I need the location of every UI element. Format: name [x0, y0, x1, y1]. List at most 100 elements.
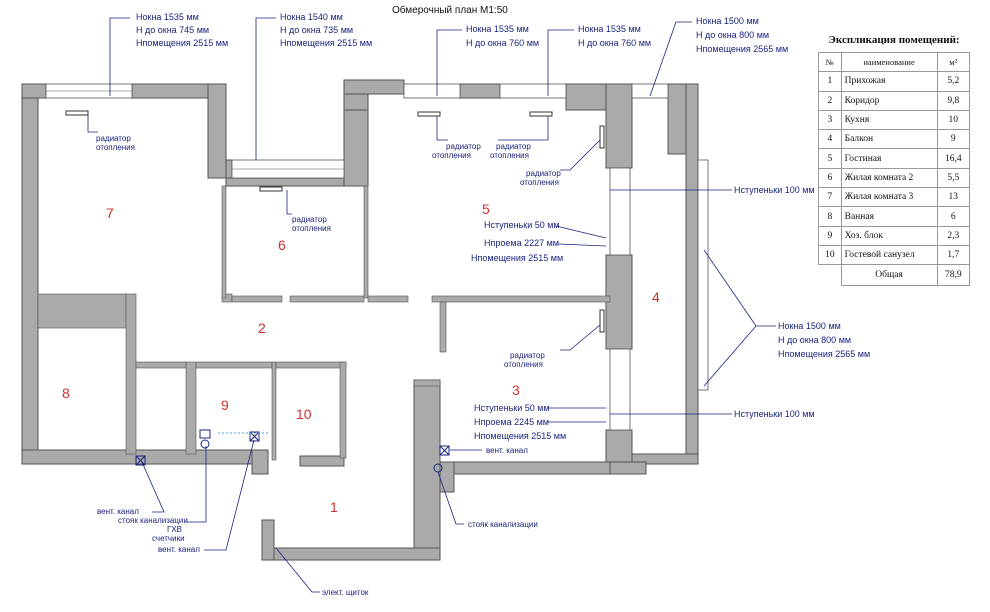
window-note-room6: Hокна 1540 мм H до окна 735 мм Hпомещени…	[255, 12, 372, 160]
svg-text:отопления: отопления	[292, 224, 331, 233]
svg-text:Hпомещения 2515 мм: Hпомещения 2515 мм	[474, 431, 566, 441]
plan-title: Обмерочный план М1:50	[392, 4, 508, 16]
room-number-2: 2	[258, 320, 266, 336]
svg-text:Hокна 1540 мм: Hокна 1540 мм	[280, 12, 343, 22]
svg-text:радиатор: радиатор	[446, 142, 481, 151]
row-num: 5	[818, 148, 842, 169]
svg-text:радиатор: радиатор	[510, 351, 545, 360]
svg-text:H до окна 760 мм: H до окна 760 мм	[578, 38, 651, 48]
row-num: 4	[818, 129, 842, 150]
row-name: Жилая комната 2	[840, 167, 938, 189]
room3-notes: Hступеньки 50 мм Hпроема 2245 мм Hпомеще…	[474, 403, 606, 441]
row-name: Коридор	[840, 90, 938, 111]
sewer-note-left: стояк канализации	[118, 516, 188, 525]
row-name: Гостевой санузел	[840, 244, 938, 266]
radiators	[65, 110, 605, 333]
svg-text:Hокна 1535 мм: Hокна 1535 мм	[136, 12, 199, 22]
table-header-row: № наименование м²	[818, 51, 970, 73]
room-number-4: 4	[652, 289, 660, 305]
gvs-note: ГХВ	[167, 525, 182, 534]
svg-text:Hступеньки 100 мм: Hступеньки 100 мм	[734, 185, 815, 195]
window-note-room5-right: Hокна 1535 мм H до окна 760 мм	[547, 24, 651, 96]
svg-text:Hступеньки 50 мм: Hступеньки 50 мм	[474, 403, 550, 413]
svg-text:отопления: отопления	[96, 143, 135, 152]
row-area: 16,4	[936, 148, 970, 169]
svg-text:Hокна 1535 мм: Hокна 1535 мм	[466, 24, 529, 34]
svg-text:Hпроема 2227 мм: Hпроема 2227 мм	[484, 238, 559, 248]
step-notes: Hступеньки 100 мм Hступеньки 100 мм	[610, 185, 815, 419]
svg-text:радиатор: радиатор	[526, 169, 561, 178]
sewer-note-kitchen: стояк канализации	[468, 520, 538, 529]
svg-text:H до окна 800 мм: H до окна 800 мм	[778, 335, 851, 345]
svg-text:Hступеньки 50 мм: Hступеньки 50 мм	[484, 220, 560, 230]
radiator-labels: радиатор отопления радиатор отопления ра…	[87, 114, 601, 369]
row-num: 6	[818, 167, 842, 189]
meters-note: счетчики	[152, 534, 185, 543]
svg-text:радиатор: радиатор	[96, 134, 131, 143]
svg-text:Hокна 1500 мм: Hокна 1500 мм	[696, 16, 759, 26]
row-num: 9	[818, 225, 842, 246]
row-area: 10	[936, 109, 970, 131]
row-area: 2,3	[936, 225, 970, 246]
svg-text:отопления: отопления	[520, 178, 559, 187]
svg-text:Hступеньки 100 мм: Hступеньки 100 мм	[734, 409, 815, 419]
window-note-room7: Hокна 1535 мм H до окна 745 мм Hпомещени…	[109, 12, 228, 96]
header-name: наименование	[840, 51, 938, 73]
row-num: 1	[818, 71, 842, 92]
row-area: 9,8	[936, 90, 970, 111]
row-area: 9	[936, 129, 970, 150]
svg-text:Hпомещения 2565 мм: Hпомещения 2565 мм	[696, 44, 788, 54]
vent-note-kitchen: вент. канал	[486, 446, 528, 455]
row-num: 8	[818, 206, 842, 227]
row-name: Кухня	[840, 109, 938, 131]
svg-text:Hпомещения 2515 мм: Hпомещения 2515 мм	[280, 38, 372, 48]
row-num: 7	[818, 187, 842, 208]
row-name: Ванная	[840, 206, 938, 227]
room-number-1: 1	[330, 499, 338, 515]
row-area: 1,7	[936, 244, 970, 266]
utility-notes: вент. канал стояк канализации ГХВ счетчи…	[97, 439, 538, 597]
partitions	[37, 185, 611, 461]
total-blank	[818, 264, 842, 286]
room5-notes: Hступеньки 50 мм Hпроема 2227 мм Hпомеще…	[471, 220, 607, 263]
svg-text:Hокна 1535 мм: Hокна 1535 мм	[578, 24, 641, 34]
svg-text:H до окна 800 мм: H до окна 800 мм	[696, 30, 769, 40]
room-number-6: 6	[278, 237, 286, 253]
svg-text:Hпомещения 2515 мм: Hпомещения 2515 мм	[136, 38, 228, 48]
header-area: м²	[936, 51, 970, 73]
room-number-7: 7	[106, 205, 114, 221]
svg-text:Hпроема 2245 мм: Hпроема 2245 мм	[474, 417, 549, 427]
svg-text:отопления: отопления	[504, 360, 543, 369]
row-area: 13	[936, 187, 970, 208]
explication-caption: Экспликация помещений:	[828, 34, 960, 46]
svg-text:H до окна 745 мм: H до окна 745 мм	[136, 25, 209, 35]
svg-text:радиатор: радиатор	[292, 215, 327, 224]
total-value: 78,9	[936, 264, 970, 287]
room-number-10: 10	[296, 406, 312, 422]
row-area: 6	[936, 206, 970, 227]
svg-text:Hпомещения 2565 мм: Hпомещения 2565 мм	[778, 349, 870, 359]
room-number-3: 3	[512, 382, 520, 398]
svg-text:Hокна 1500 мм: Hокна 1500 мм	[778, 321, 841, 331]
row-name: Хоз. блок	[840, 225, 938, 246]
header-num: №	[818, 51, 842, 73]
row-name: Балкон	[840, 129, 938, 150]
outer-walls	[21, 79, 699, 561]
row-num: 2	[818, 90, 842, 111]
explication-table: Экспликация помещений: № наименование м²…	[818, 34, 970, 287]
room-number-5: 5	[482, 201, 490, 217]
vent-note-left: вент. канал	[97, 507, 139, 516]
row-num: 10	[818, 244, 842, 266]
svg-text:H до окна 735 мм: H до окна 735 мм	[280, 25, 353, 35]
